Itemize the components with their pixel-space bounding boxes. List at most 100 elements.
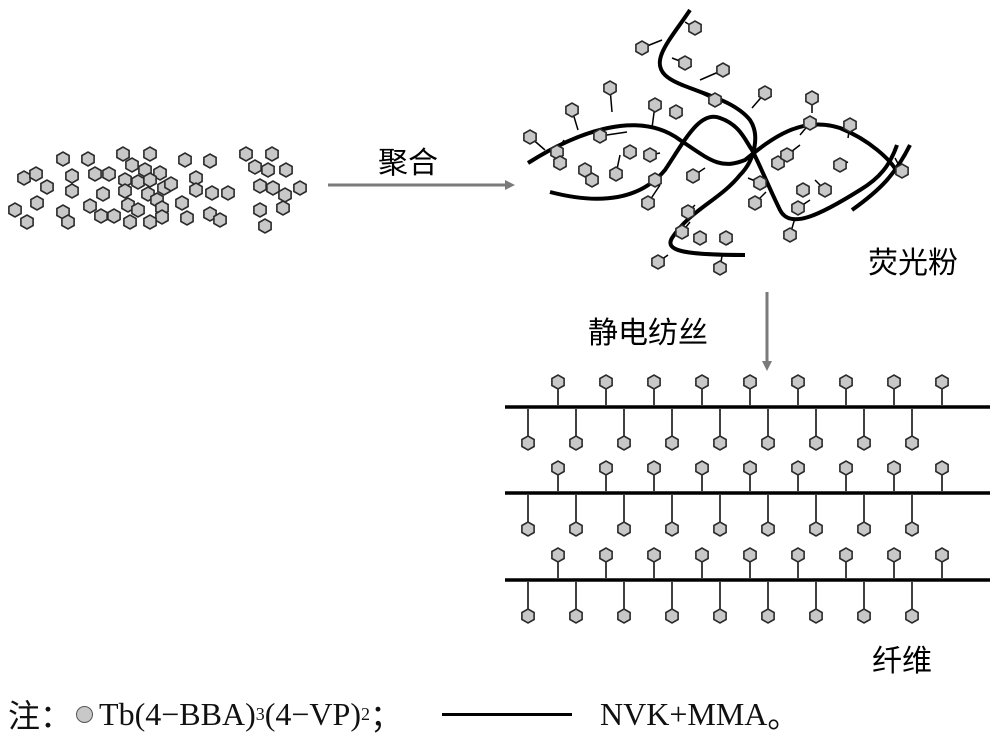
monomer-particle (665, 521, 679, 537)
legend-polymer-label: NVK+MMA (600, 695, 768, 732)
monomer-particle (20, 214, 34, 230)
monomer-particle (56, 151, 70, 167)
monomer-particle (761, 435, 775, 451)
monomer-particle (553, 155, 567, 171)
monomer-particle (809, 521, 823, 537)
monomer-particle (719, 230, 733, 246)
monomer-particle (833, 157, 847, 173)
monomer-particle (65, 168, 79, 184)
monomer-particle (593, 128, 607, 144)
monomer-particle (143, 214, 157, 230)
monomer-particle (523, 129, 537, 145)
monomer-particle (81, 151, 95, 167)
monomer-particle (265, 146, 279, 162)
monomer-particle (205, 185, 219, 201)
monomer-particle (107, 208, 121, 224)
monomer-particle (693, 230, 707, 246)
monomer-particle (221, 185, 235, 201)
monomer-particle (695, 547, 709, 563)
legend-end-mark: 。 (767, 698, 800, 734)
monomer-particle (857, 521, 871, 537)
monomer-particle (569, 435, 583, 451)
monomer-particle (30, 195, 44, 211)
monomer-particle (686, 168, 700, 184)
monomer-particle (839, 374, 853, 390)
monomer-particle (761, 521, 775, 537)
monomer-particle (155, 209, 169, 225)
monomer-particle (96, 186, 110, 202)
monomer-particle (239, 146, 253, 162)
monomer-particle (753, 175, 767, 191)
polymer-chain (850, 144, 912, 212)
monomer-particle (623, 144, 637, 160)
monomer-particle (796, 182, 810, 198)
monomer-particle (748, 195, 762, 211)
monomer-particle (603, 80, 617, 96)
monomer-particle (521, 521, 535, 537)
monomer-particle (521, 608, 535, 624)
monomer-particle (743, 460, 757, 476)
monomer-particle (40, 179, 54, 195)
monomer-particle (695, 374, 709, 390)
polymer-chain (526, 122, 898, 172)
monomer-particle (569, 521, 583, 537)
legend-monomer-sub-a: 3 (255, 703, 265, 724)
monomer-particle (839, 460, 853, 476)
monomer-particle (843, 117, 857, 133)
monomer-particle (189, 182, 203, 198)
monomer-particle (761, 608, 775, 624)
electrospinning-label: 静电纺丝 (588, 316, 708, 351)
monomer-particle (818, 182, 832, 198)
monomer-particle (213, 212, 227, 228)
monomer-particle (743, 374, 757, 390)
monomer-particle (178, 152, 192, 168)
monomer-particle (29, 166, 43, 182)
monomer-particle (143, 146, 157, 162)
monomer-particle (599, 374, 613, 390)
monomer-particle (617, 521, 631, 537)
monomer-particle (809, 435, 823, 451)
monomer-particle (647, 374, 661, 390)
monomer-particle (248, 159, 262, 175)
monomer-particle (258, 218, 272, 234)
monomer-particle (293, 180, 307, 196)
monomer-particle (94, 208, 108, 224)
monomer-particle (780, 147, 794, 163)
monomer-particle (647, 460, 661, 476)
monomer-particle (688, 20, 702, 36)
monomer-particle (153, 165, 167, 181)
monomer-particle (261, 162, 275, 178)
fluorescent-powder-label: 荧光粉 (868, 246, 958, 281)
monomer-particle (599, 547, 613, 563)
monomer-particle (648, 97, 662, 113)
monomer-particle (617, 435, 631, 451)
monomer-particle (791, 547, 805, 563)
monomer-particle (143, 172, 157, 188)
monomer-particle (266, 180, 280, 196)
monomer-particle (803, 115, 817, 131)
monomer-particle (935, 547, 949, 563)
monomer-particle (713, 608, 727, 624)
monomer-particle (278, 187, 292, 203)
monomer-particle (131, 202, 145, 218)
monomer-particle (203, 206, 217, 222)
monomer-particle (599, 460, 613, 476)
monomer-particle (857, 608, 871, 624)
monomer-particle (857, 435, 871, 451)
legend: 注： Tb(4−BBA)3(4−VP)2； NVK+MMA。 (8, 692, 799, 736)
polymer-chain-line-icon (442, 712, 572, 716)
monomer-particle (887, 374, 901, 390)
monomer-particle (569, 608, 583, 624)
monomer-particle (678, 55, 692, 71)
monomer-particle (125, 157, 139, 173)
monomer-particle (121, 197, 135, 213)
monomer-particle (791, 374, 805, 390)
monomer-particle (648, 172, 662, 188)
monomer-particle (253, 178, 267, 194)
legend-monomer-sub-b: 2 (360, 703, 370, 724)
monomer-particle (713, 435, 727, 451)
monomer-particle (551, 547, 565, 563)
monomer-particle (895, 163, 909, 179)
monomer-particle (131, 174, 145, 190)
monomer-particle (635, 40, 649, 56)
